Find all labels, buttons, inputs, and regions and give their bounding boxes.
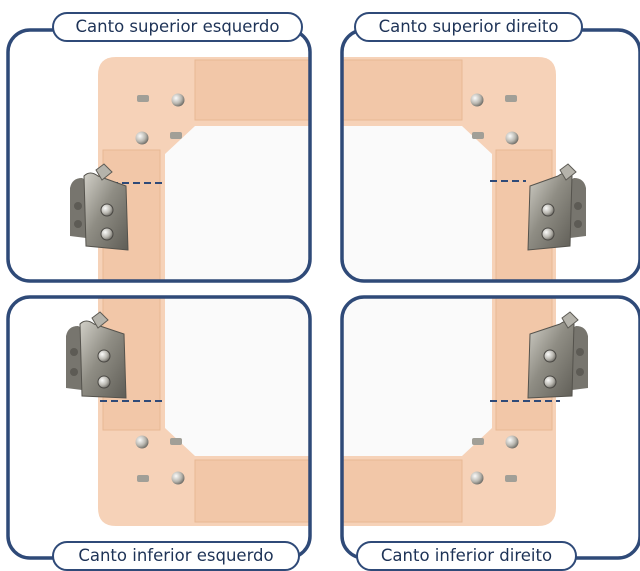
product-frame-top-right bbox=[342, 57, 556, 281]
metal-corner-bracket-icon-top-left bbox=[70, 163, 129, 251]
label-bottom-left-corner: Canto inferior esquerdo bbox=[52, 541, 300, 571]
product-frame-bottom-right bbox=[342, 297, 556, 526]
product-frame-bottom-left bbox=[98, 297, 310, 526]
metal-corner-bracket-icon-bottom-left bbox=[66, 311, 127, 399]
label-bottom-right-corner: Canto inferior direito bbox=[356, 541, 577, 571]
product-frame-top-left bbox=[98, 57, 310, 281]
label-top-right-corner: Canto superior direito bbox=[354, 12, 583, 42]
metal-corner-bracket-icon-top-right bbox=[527, 163, 586, 251]
label-top-left-corner: Canto superior esquerdo bbox=[52, 12, 303, 42]
metal-corner-bracket-icon-bottom-right bbox=[527, 311, 588, 399]
